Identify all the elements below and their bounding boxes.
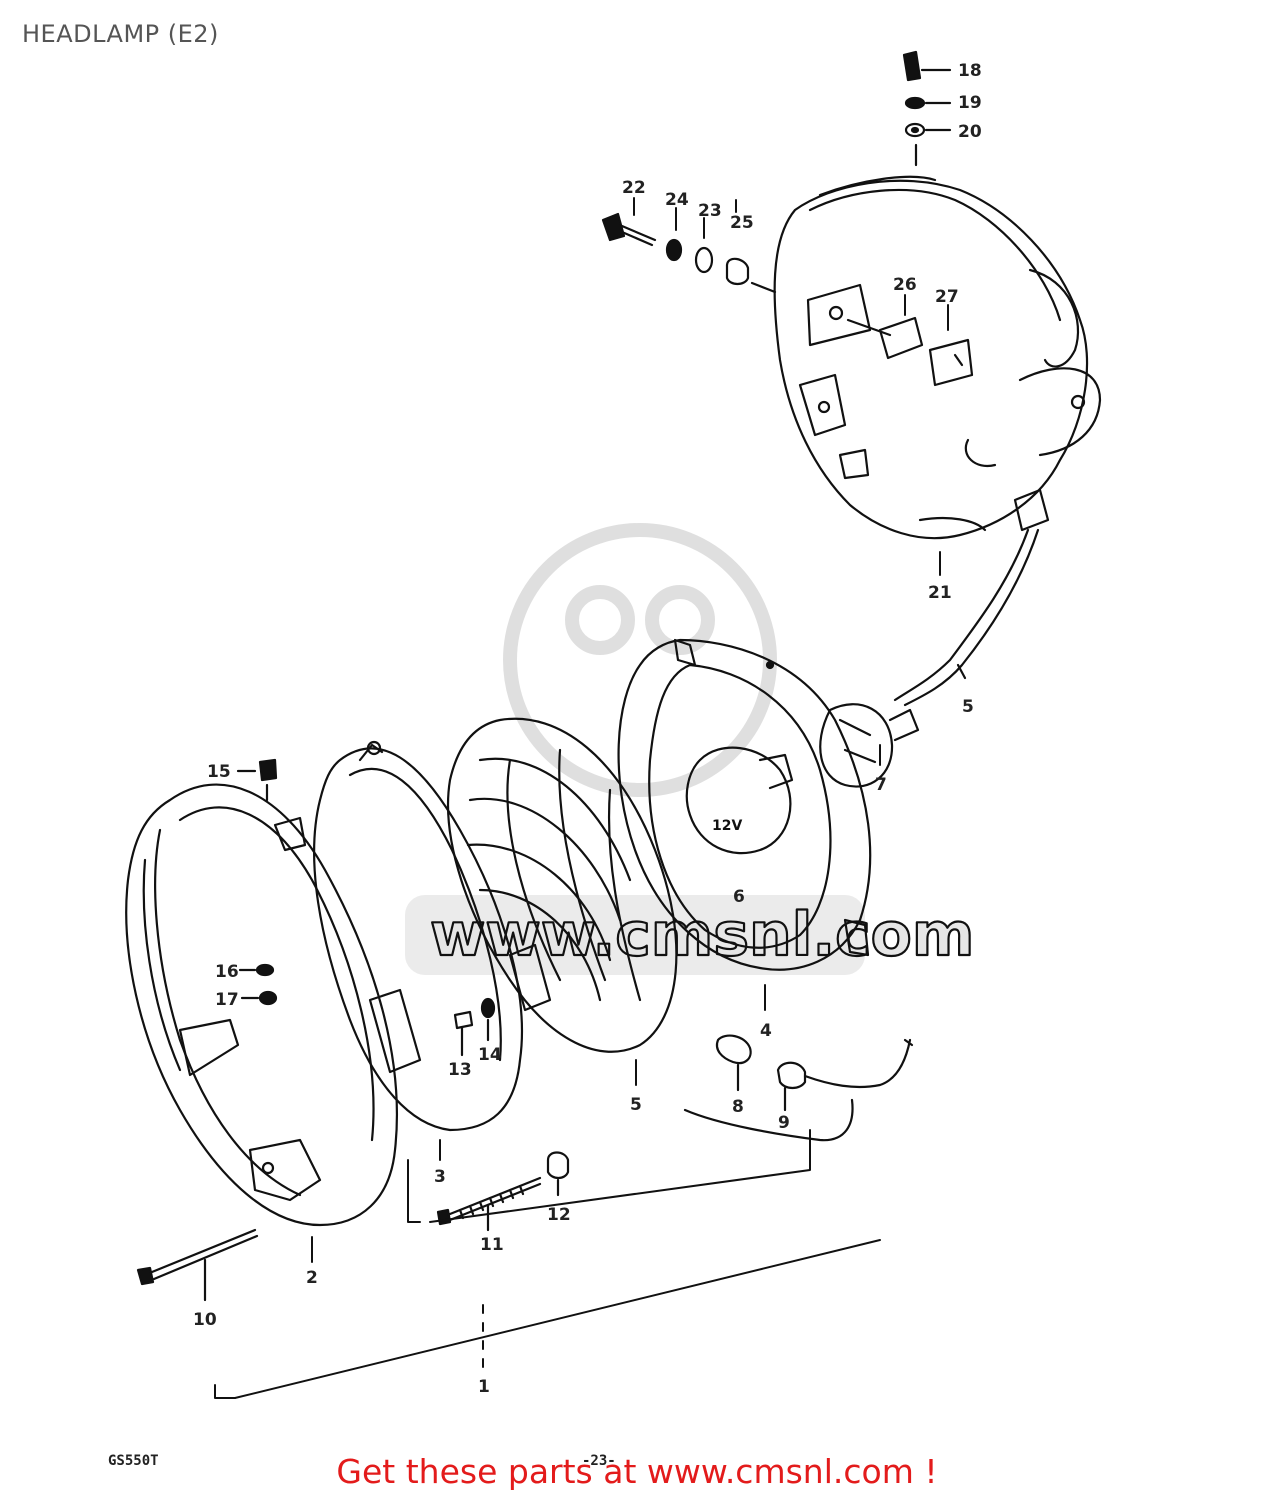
label-13: 13 (448, 1060, 472, 1080)
washer-20 (904, 122, 952, 167)
socket-7 (819, 703, 920, 788)
label-5: 5 (962, 697, 974, 717)
label-22: 22 (622, 178, 646, 198)
label-7: 7 (875, 775, 887, 795)
lamp-socket-9 (683, 1038, 914, 1142)
screw-13 (453, 1010, 474, 1057)
assembly-bracket (214, 197, 949, 1399)
bolt-22 (601, 212, 657, 247)
spring-screw-11 (436, 1176, 542, 1232)
label-8: 8 (732, 1097, 744, 1117)
bulb-8 (715, 1034, 752, 1092)
promo-banner: Get these parts at www.cmsnl.com ! (0, 1452, 1274, 1491)
washer-19 (904, 96, 952, 110)
screw-15 (236, 758, 278, 802)
label-2: 2 (306, 1268, 318, 1288)
label-9: 9 (778, 1113, 790, 1133)
page-number: -23- (582, 1453, 616, 1469)
label-14: 14 (478, 1045, 502, 1065)
nut-17 (240, 990, 278, 1006)
label-21: 21 (928, 583, 952, 603)
label-18: 18 (958, 61, 982, 81)
label-24: 24 (665, 190, 689, 210)
label-25: 25 (730, 213, 754, 233)
page-title: HEADLAMP (E2) (22, 20, 219, 48)
label-5b: 5 (630, 1095, 642, 1115)
svg-text:12V: 12V (712, 818, 742, 834)
bolt-10 (136, 1228, 259, 1302)
label-3: 3 (434, 1167, 446, 1187)
label-1: 1 (478, 1377, 490, 1397)
screw-16 (238, 963, 275, 977)
nut-14 (480, 997, 496, 1042)
model-code: GS550T (108, 1453, 159, 1469)
headlamp-housing (773, 175, 1102, 707)
nut-12 (546, 1151, 570, 1197)
part-labels: 18 19 20 22 24 23 25 26 27 21 5 7 6 4 15… (108, 61, 982, 1469)
label-23: 23 (698, 201, 722, 221)
label-20: 20 (958, 122, 982, 142)
label-6: 6 (733, 887, 745, 907)
bezel-2 (125, 783, 398, 1227)
washer-24 (665, 238, 683, 262)
label-11: 11 (480, 1235, 504, 1255)
promo-link[interactable]: Get these parts at www.cmsnl.com ! (336, 1452, 938, 1491)
reflector-unit (617, 638, 872, 971)
washer-23 (694, 246, 714, 274)
collar-25 (725, 257, 777, 294)
label-17: 17 (215, 990, 239, 1010)
watermark (405, 523, 865, 975)
label-16: 16 (215, 962, 239, 982)
label-27: 27 (935, 287, 959, 307)
lens-unit (446, 717, 678, 1053)
label-4: 4 (760, 1021, 772, 1041)
label-12: 12 (547, 1205, 571, 1225)
label-26: 26 (893, 275, 917, 295)
label-10: 10 (193, 1310, 217, 1330)
watermark-text: www.cmsnl.com (430, 900, 974, 970)
screw-18 (902, 50, 952, 82)
label-15: 15 (207, 762, 231, 782)
bulb-6: 12V (685, 746, 794, 855)
label-19: 19 (958, 93, 982, 113)
